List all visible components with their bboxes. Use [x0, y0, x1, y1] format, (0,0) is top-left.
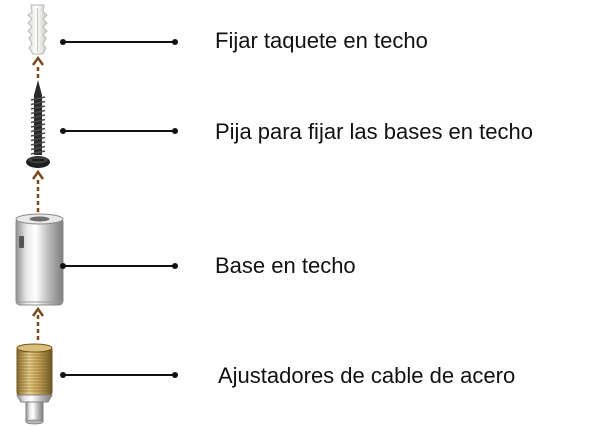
leader-dot-end-screw: [172, 128, 178, 134]
screw-thread: [30, 132, 46, 137]
leader-dot-start-adjuster: [60, 372, 66, 378]
screw-thread: [30, 105, 46, 110]
screw-thread: [30, 100, 46, 106]
ceiling-base-cylinder-icon: [15, 213, 64, 306]
screw-icon: [26, 80, 50, 168]
leader-dot-start-anchor: [60, 39, 66, 45]
leader-dot-end-base: [172, 263, 178, 269]
screw-thread: [30, 109, 46, 115]
screw-thread: [30, 123, 46, 128]
assembly-arrow-head-3: [31, 306, 45, 317]
assembly-arrow-head-2: [31, 169, 45, 180]
assembly-arrow-head-1: [31, 55, 45, 66]
leader-dot-start-base: [60, 263, 66, 269]
cable-adjuster-icon: [16, 343, 53, 425]
label-base: Base en techo: [215, 253, 356, 278]
screw-thread: [30, 114, 46, 119]
screw-thread: [30, 127, 46, 133]
label-screw: Pija para fijar las bases en techo: [215, 119, 533, 144]
screw-thread: [30, 150, 46, 155]
leader-dot-end-adjuster: [172, 372, 178, 378]
label-adjuster: Ajustadores de cable de acero: [218, 363, 516, 388]
screw-thread: [30, 145, 46, 151]
leader-dot-end-anchor: [172, 39, 178, 45]
screw-thread: [30, 141, 46, 146]
wall-plug-anchor-icon: [27, 4, 48, 55]
label-anchor: Fijar taquete en techo: [215, 28, 428, 53]
screw-thread: [30, 96, 46, 101]
assembly-arrows: [31, 55, 45, 340]
leader-lines: [60, 39, 178, 378]
screw-thread: [30, 136, 46, 142]
screw-thread: [30, 118, 46, 124]
leader-dot-start-screw: [60, 128, 66, 134]
